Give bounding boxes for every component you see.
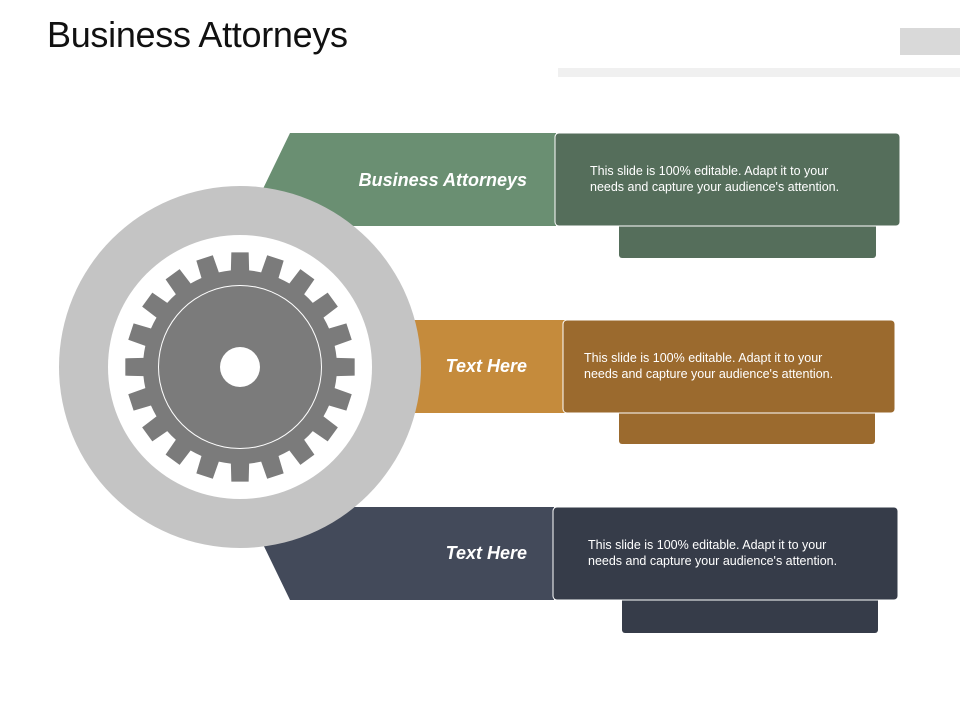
row-2-label-band bbox=[395, 320, 565, 413]
row-3-desc-line-2: needs and capture your audience's attent… bbox=[588, 554, 837, 568]
row-1-desc-box bbox=[554, 132, 901, 227]
row-2-desc-line-1: This slide is 100% editable. Adapt it to… bbox=[584, 351, 822, 365]
row-3-label-band bbox=[245, 507, 554, 600]
row-3: Text Here This slide is 100% editable. A… bbox=[245, 506, 899, 633]
row-1-desc-line-1: This slide is 100% editable. Adapt it to… bbox=[590, 164, 828, 178]
row-2-desc-box bbox=[562, 319, 896, 414]
page-title: Business Attorneys bbox=[47, 14, 348, 55]
row-3-desc-box bbox=[552, 506, 899, 601]
row-1-desc-line-2: needs and capture your audience's attent… bbox=[590, 180, 839, 194]
row-3-shadow-tab bbox=[622, 597, 878, 633]
row-2: Text Here This slide is 100% editable. A… bbox=[395, 319, 896, 444]
row-1-label-band bbox=[245, 133, 556, 226]
row-3-label: Text Here bbox=[446, 543, 527, 563]
row-1-label: Business Attorneys bbox=[359, 170, 527, 190]
row-2-label: Text Here bbox=[446, 356, 527, 376]
row-2-desc-line-2: needs and capture your audience's attent… bbox=[584, 367, 833, 381]
row-1: Business Attorneys This slide is 100% ed… bbox=[245, 132, 901, 258]
header-divider bbox=[558, 68, 960, 77]
row-3-desc-line-1: This slide is 100% editable. Adapt it to… bbox=[588, 538, 826, 552]
row-2-shadow-tab bbox=[619, 408, 875, 444]
row-1-shadow-tab bbox=[619, 222, 876, 258]
corner-decoration bbox=[900, 28, 960, 55]
gear-center-hole bbox=[220, 347, 260, 387]
